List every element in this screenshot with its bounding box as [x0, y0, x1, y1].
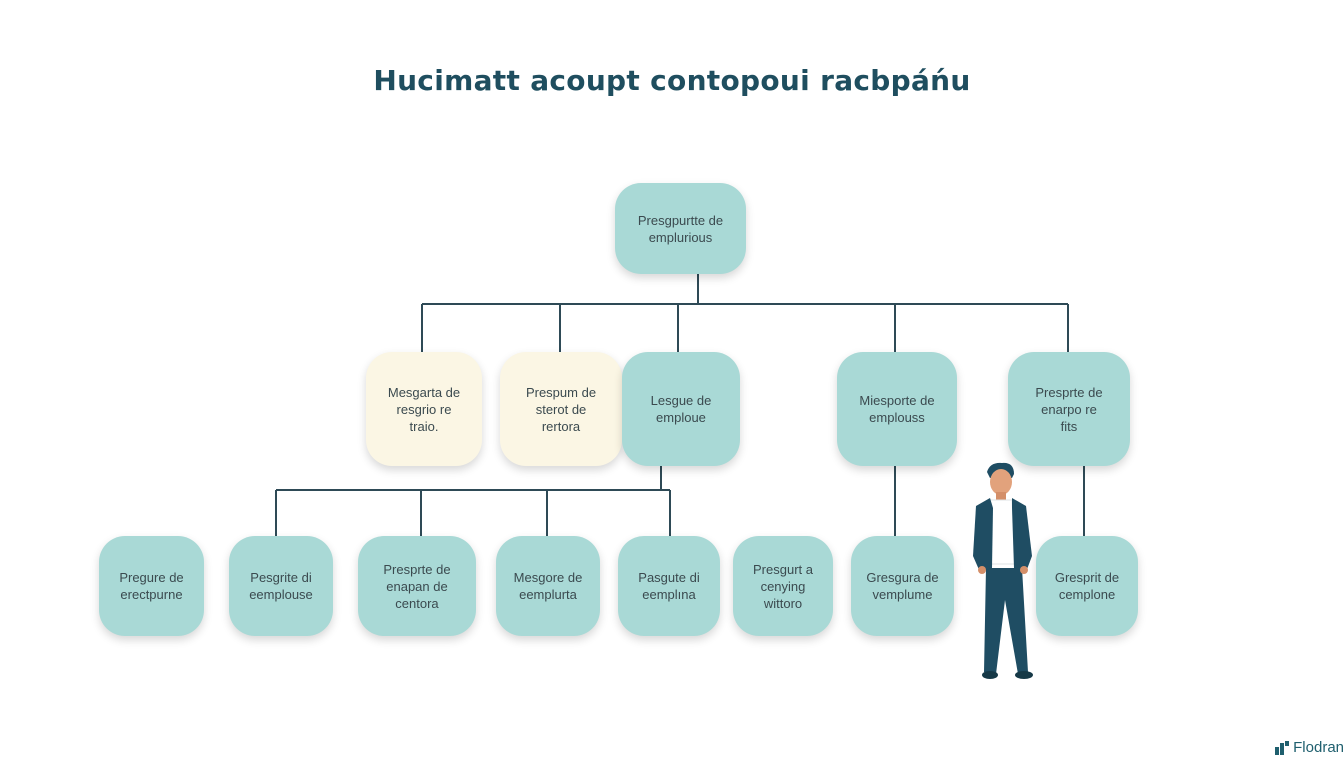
level2-node-5: Presprte de enarpo re fits	[1008, 352, 1130, 466]
level3-node-label: Presprte de enapan de centora	[383, 561, 451, 611]
level3-node-4: Mesgore de eemplurta	[496, 536, 600, 636]
level3-node-8: Gresprit de cemplone	[1036, 536, 1138, 636]
bar-chart-logo-icon	[1275, 740, 1290, 755]
level2-node-label: Miesporte de emplouss	[859, 393, 935, 425]
level2-node-1: Mesgarta de resgrio re traio.	[366, 352, 482, 466]
level3-node-label: Gresgura de vemplume	[866, 570, 939, 602]
level3-node-label: Mesgore de eemplurta	[513, 570, 583, 602]
level3-node-label: Pregure de erectpurne	[119, 570, 184, 602]
standing-person-illustration	[973, 462, 1033, 679]
level3-node-3: Presprte de enapan de centora	[358, 536, 476, 636]
level2-node-label: Presprte de enarpo re fits	[1035, 384, 1103, 434]
level3-node-5: Pasgute di eemplına	[618, 536, 720, 636]
level2-node-label: Mesgarta de resgrio re traio.	[387, 384, 461, 434]
level3-node-7: Gresgura de vemplume	[851, 536, 954, 636]
root-node: Presgpurtte de emplurious	[615, 183, 746, 274]
level2-node-label: Prespum de sterot de rertora	[525, 384, 597, 434]
brand-logo: Flodran	[1275, 739, 1344, 756]
level3-node-1: Pregure de erectpurne	[99, 536, 204, 636]
level2-node-3: Lesgue de emploue	[622, 352, 740, 466]
level3-node-6: Presgurt a cenying wittoro	[733, 536, 833, 636]
level2-node-4: Miesporte de emplouss	[837, 352, 957, 466]
level3-node-label: Presgurt a cenying wittoro	[753, 561, 813, 611]
level3-node-label: Pesgrite di eemplouse	[249, 570, 313, 602]
root-node-label: Presgpurtte de emplurious	[637, 212, 724, 245]
level2-node-label: Lesgue de emploue	[650, 393, 712, 425]
diagram-title: Hucimatt acoupt contopoui racbpáńu	[373, 64, 971, 97]
brand-name: Flodran	[1293, 739, 1344, 756]
level3-node-2: Pesgrite di eemplouse	[229, 536, 333, 636]
level3-node-label: Pasgute di eemplına	[638, 570, 700, 602]
level2-node-2: Prespum de sterot de rertora	[500, 352, 622, 466]
level3-node-label: Gresprit de cemplone	[1054, 570, 1120, 602]
